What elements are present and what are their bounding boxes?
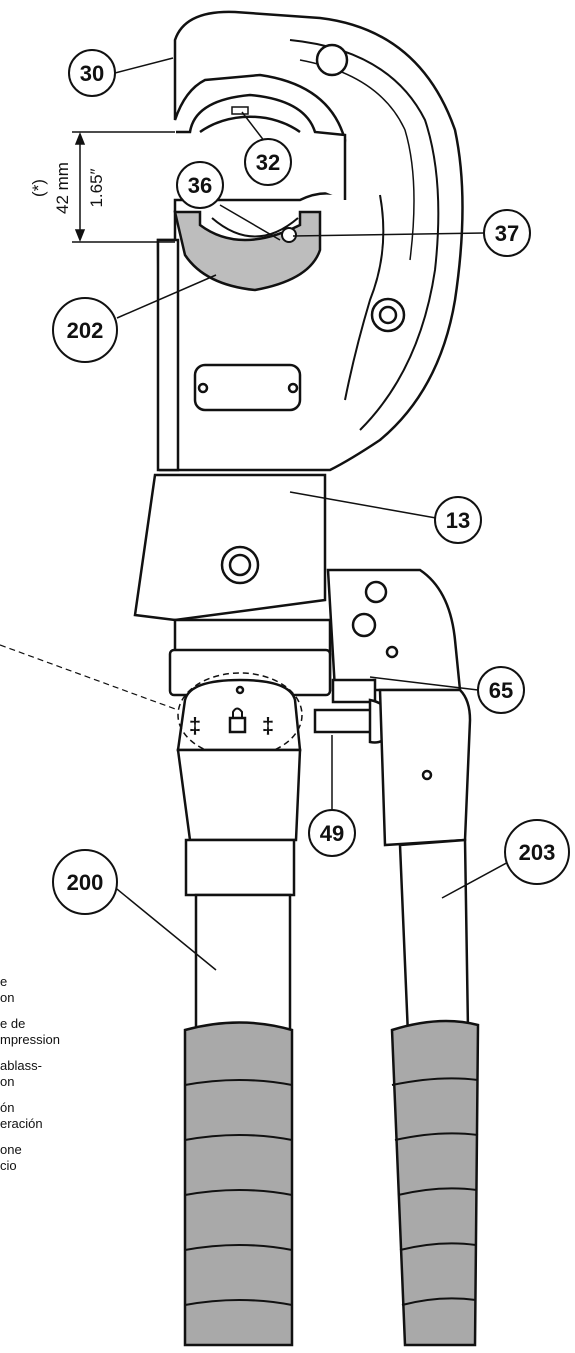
legend-2-line-2: mpression (0, 1032, 60, 1047)
legend-4-line-1: ón (0, 1100, 14, 1115)
callout-202-label: 202 (67, 318, 104, 343)
pump-housing (326, 568, 462, 704)
opening-dimension (72, 131, 175, 243)
legend-3-line-2: on (0, 1074, 14, 1089)
legend-fragments: e on e de mpression ablass- on ón eració… (0, 974, 60, 1173)
release-symbol-left: ‡ (189, 713, 201, 738)
release-symbol-right: ‡ (262, 713, 274, 738)
callout-203: 203 (504, 819, 570, 885)
callout-65: 65 (477, 666, 525, 714)
legend-4-line-2: eración (0, 1116, 43, 1131)
callout-202: 202 (52, 297, 118, 363)
callout-203-label: 203 (519, 840, 556, 865)
cylinder-body (133, 473, 332, 697)
callout-30: 30 (68, 49, 116, 97)
legend-2-line-1: e de (0, 1016, 25, 1031)
callout-200: 200 (52, 849, 118, 915)
legend-1-line-1: e (0, 974, 7, 989)
callout-13: 13 (434, 496, 482, 544)
legend-leader-dashed (0, 644, 179, 711)
callout-32: 32 (244, 138, 292, 186)
lower-die (173, 210, 322, 292)
release-valve: ‡ ‡ (176, 672, 303, 758)
left-grip (183, 1021, 294, 1347)
callout-37-label: 37 (495, 221, 519, 246)
callout-49-label: 49 (320, 821, 344, 846)
dimension-metric: 42 mm (53, 162, 72, 214)
callout-36: 36 (176, 161, 224, 209)
dimension-note: (*) (29, 179, 48, 197)
legend-3-line-1: ablass- (0, 1058, 42, 1073)
callout-49: 49 (308, 809, 356, 857)
legend-5-line-1: one (0, 1142, 22, 1157)
callout-32-label: 32 (256, 150, 280, 175)
callout-30-label: 30 (80, 61, 104, 86)
callout-200-label: 200 (67, 870, 104, 895)
fixed-handle-body (176, 748, 302, 1032)
movable-handle-body (378, 688, 472, 1037)
legend-1-line-2: on (0, 990, 14, 1005)
right-grip (390, 1019, 480, 1347)
dimension-imperial: 1.65″ (87, 168, 106, 207)
callout-37: 37 (483, 209, 531, 257)
callout-leaders (111, 57, 513, 971)
legend-5-line-2: cio (0, 1158, 17, 1173)
die-lock-pin (281, 227, 297, 243)
callout-36-label: 36 (188, 173, 212, 198)
callout-13-label: 13 (446, 508, 470, 533)
callout-65-label: 65 (489, 678, 513, 703)
